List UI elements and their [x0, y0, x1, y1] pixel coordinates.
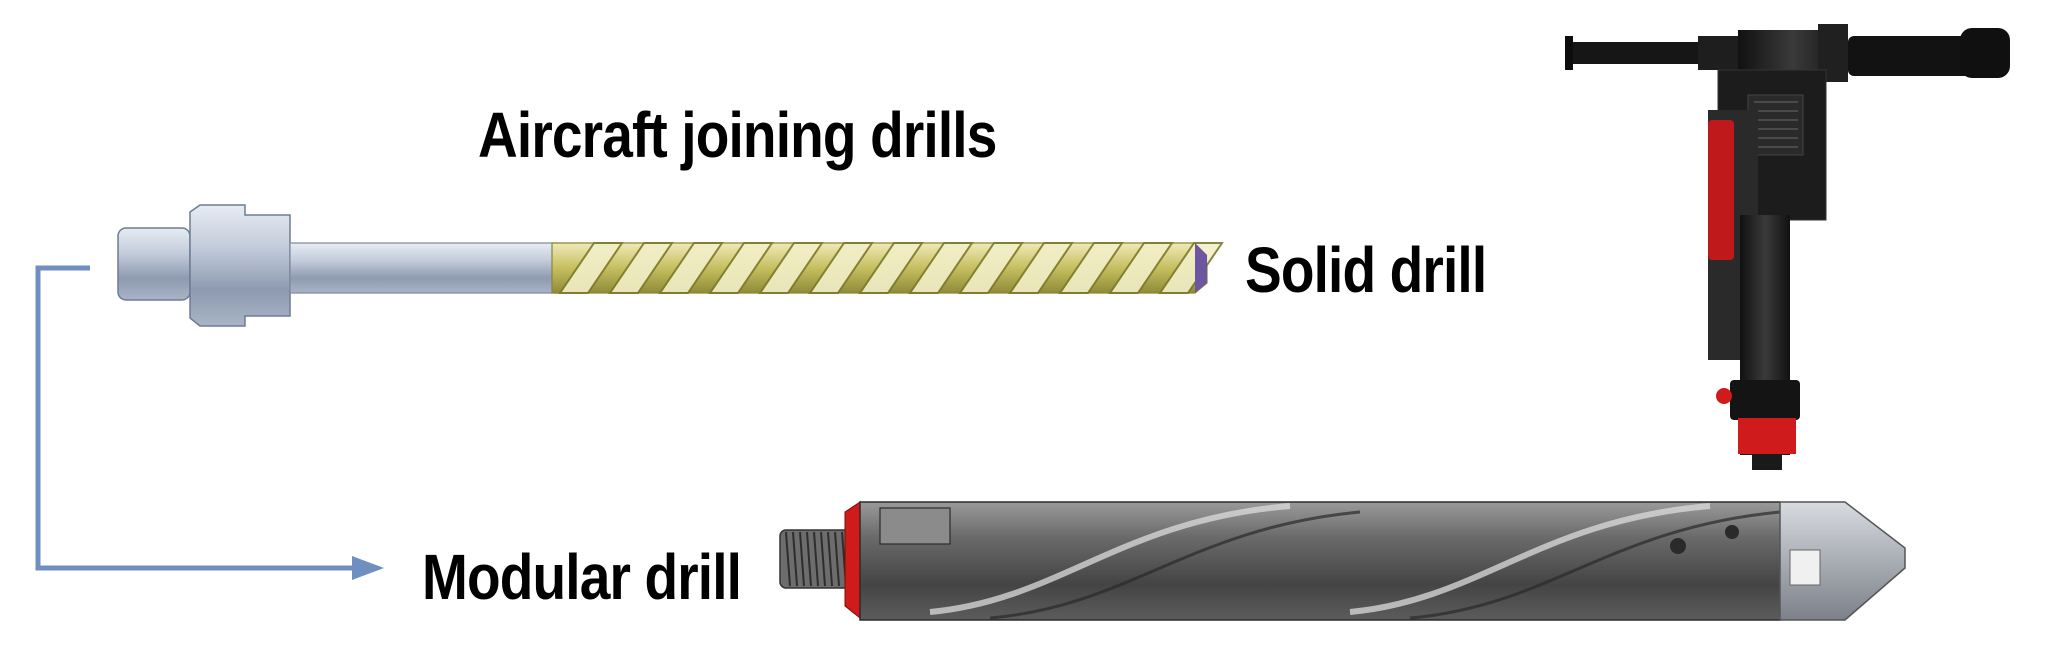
solid-drill-label: Solid drill [1245, 234, 1487, 306]
elbow-arrow-icon [35, 265, 384, 580]
pneumatic-drill-unit-icon [1565, 24, 2010, 470]
modular-drill-icon [779, 501, 1906, 621]
diagram-title: Aircraft joining drills [478, 99, 997, 171]
modular-drill-label: Modular drill [422, 541, 742, 613]
twist-drill-icon [117, 204, 1224, 327]
